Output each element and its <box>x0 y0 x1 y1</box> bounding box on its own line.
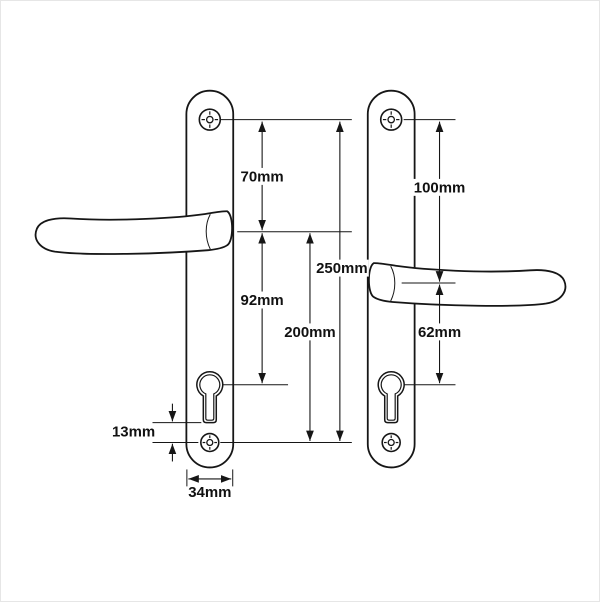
left-lever-neck-line <box>205 214 211 250</box>
label-background <box>238 291 287 309</box>
left-backplate <box>185 89 235 469</box>
left-backplate-outline <box>185 89 235 469</box>
left-lever-outline <box>34 210 233 255</box>
label-background <box>416 323 463 341</box>
left-lever-handle <box>34 210 233 255</box>
right-lever-neck-line <box>390 265 396 302</box>
dimension-label-92mm: 92mm <box>241 292 284 309</box>
dimension-label-100mm: 100mm <box>414 179 466 196</box>
label-background <box>283 323 337 341</box>
label-background <box>412 178 467 196</box>
dimension-label-62mm: 62mm <box>418 324 461 341</box>
dimension-label-34mm: 34mm <box>188 484 231 501</box>
label-background <box>238 167 287 185</box>
dimension-label-13mm: 13mm <box>112 424 155 441</box>
right-lever-handle <box>367 262 567 307</box>
dimension-label-70mm: 70mm <box>241 168 284 185</box>
right-lever-outline <box>367 262 567 307</box>
extension-lines <box>152 119 456 487</box>
dimension-label-200mm: 200mm <box>284 324 336 341</box>
dimension-labels: 70mm 92mm 200mm 250mm 100mm 62mm 13mm 34… <box>112 167 467 501</box>
label-background <box>314 259 369 277</box>
dimension-label-250mm: 250mm <box>316 260 368 277</box>
